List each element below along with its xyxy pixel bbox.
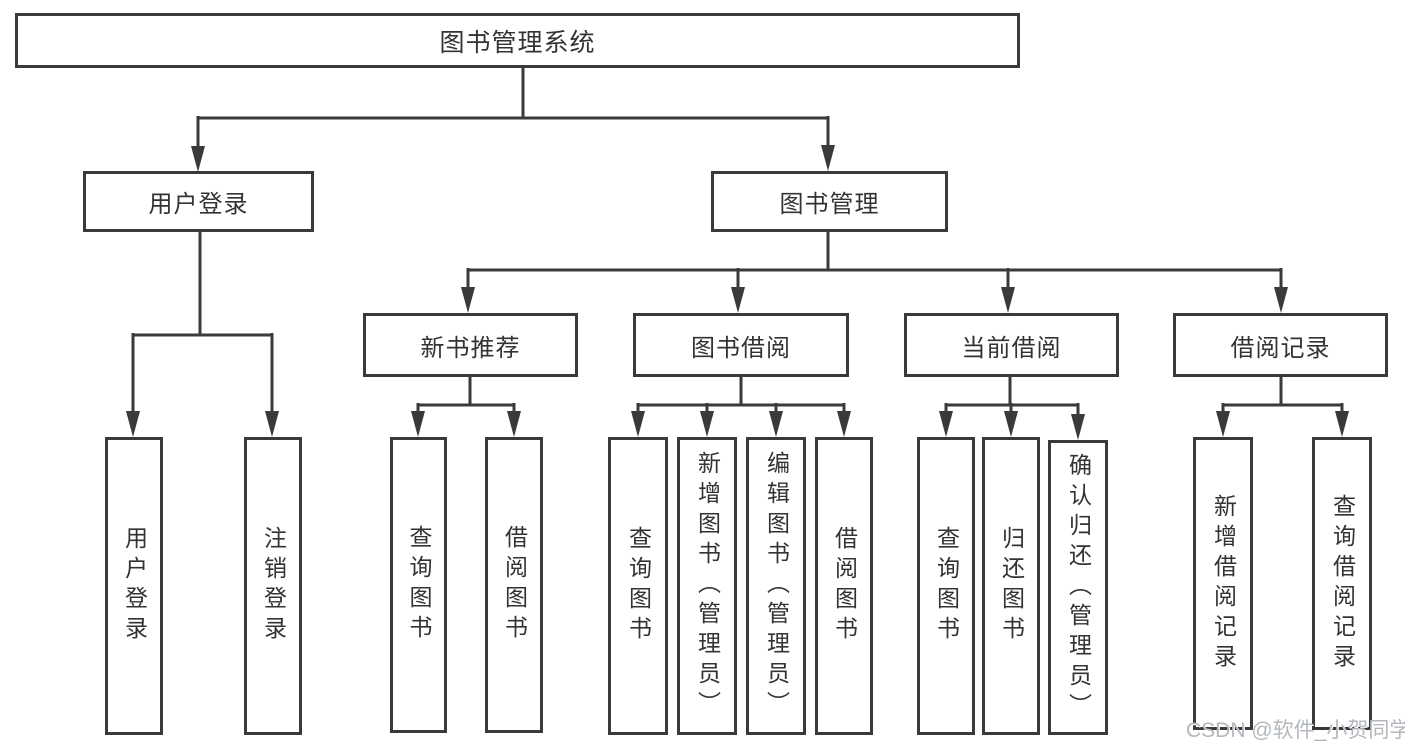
leaf-logout-login: 注销登录	[244, 437, 302, 735]
arrowhead-cur-return	[1004, 411, 1018, 437]
arrowhead-new-book	[461, 287, 475, 313]
arrowhead-book-management	[821, 145, 835, 171]
arrowhead-cur-confirm	[1071, 414, 1085, 440]
node-library-management-system: 图书管理系统	[15, 13, 1020, 68]
leaf-borrow-books: 借阅图书	[815, 437, 873, 735]
node-new-book-recommendation: 新书推荐	[363, 313, 578, 377]
arrowhead-bw-borrow	[837, 411, 851, 437]
leaf-borrow-books-recommend: 借阅图书	[485, 437, 543, 733]
arrowhead-nb-borrow	[507, 411, 521, 437]
leaf-query-books-recommend: 查询图书	[390, 437, 447, 733]
arrowhead-bw-edit	[769, 411, 783, 437]
leaf-confirm-return-admin: 确认归还（管理员）	[1048, 440, 1108, 735]
arrowhead-rec-add	[1216, 411, 1230, 437]
leaf-user-login: 用户登录	[105, 437, 163, 735]
leaf-query-borrow-record: 查询借阅记录	[1312, 437, 1372, 730]
leaf-add-borrow-record: 新增借阅记录	[1193, 437, 1253, 730]
node-book-borrowing: 图书借阅	[633, 313, 849, 377]
leaf-query-books-current: 查询图书	[917, 437, 975, 735]
arrowhead-bw-query	[631, 411, 645, 437]
csdn-watermark: CSDN @软件_小贺同学	[1186, 719, 1405, 742]
arrowhead-nb-query	[411, 411, 425, 437]
arrowhead-leaf-user-login	[126, 411, 140, 437]
arrowhead-bw-add	[700, 411, 714, 437]
leaf-add-books-admin: 新增图书（管理员）	[677, 437, 737, 735]
arrowhead-current-borrow	[1001, 287, 1015, 313]
leaf-return-books: 归还图书	[982, 437, 1040, 735]
leaf-edit-books-admin: 编辑图书（管理员）	[746, 437, 806, 735]
node-borrowing-records: 借阅记录	[1173, 313, 1388, 377]
arrowhead-user-login	[191, 146, 205, 172]
node-user-login: 用户登录	[83, 171, 314, 232]
arrowhead-rec-query	[1335, 411, 1349, 437]
arrowhead-book-borrow	[731, 287, 745, 313]
arrowhead-leaf-logout	[265, 411, 279, 437]
leaf-query-books-borrowing: 查询图书	[608, 437, 668, 735]
arrowhead-cur-query	[939, 411, 953, 437]
node-current-borrowing: 当前借阅	[904, 313, 1119, 377]
arrowhead-borrow-records	[1274, 287, 1288, 313]
node-book-management: 图书管理	[711, 171, 948, 232]
